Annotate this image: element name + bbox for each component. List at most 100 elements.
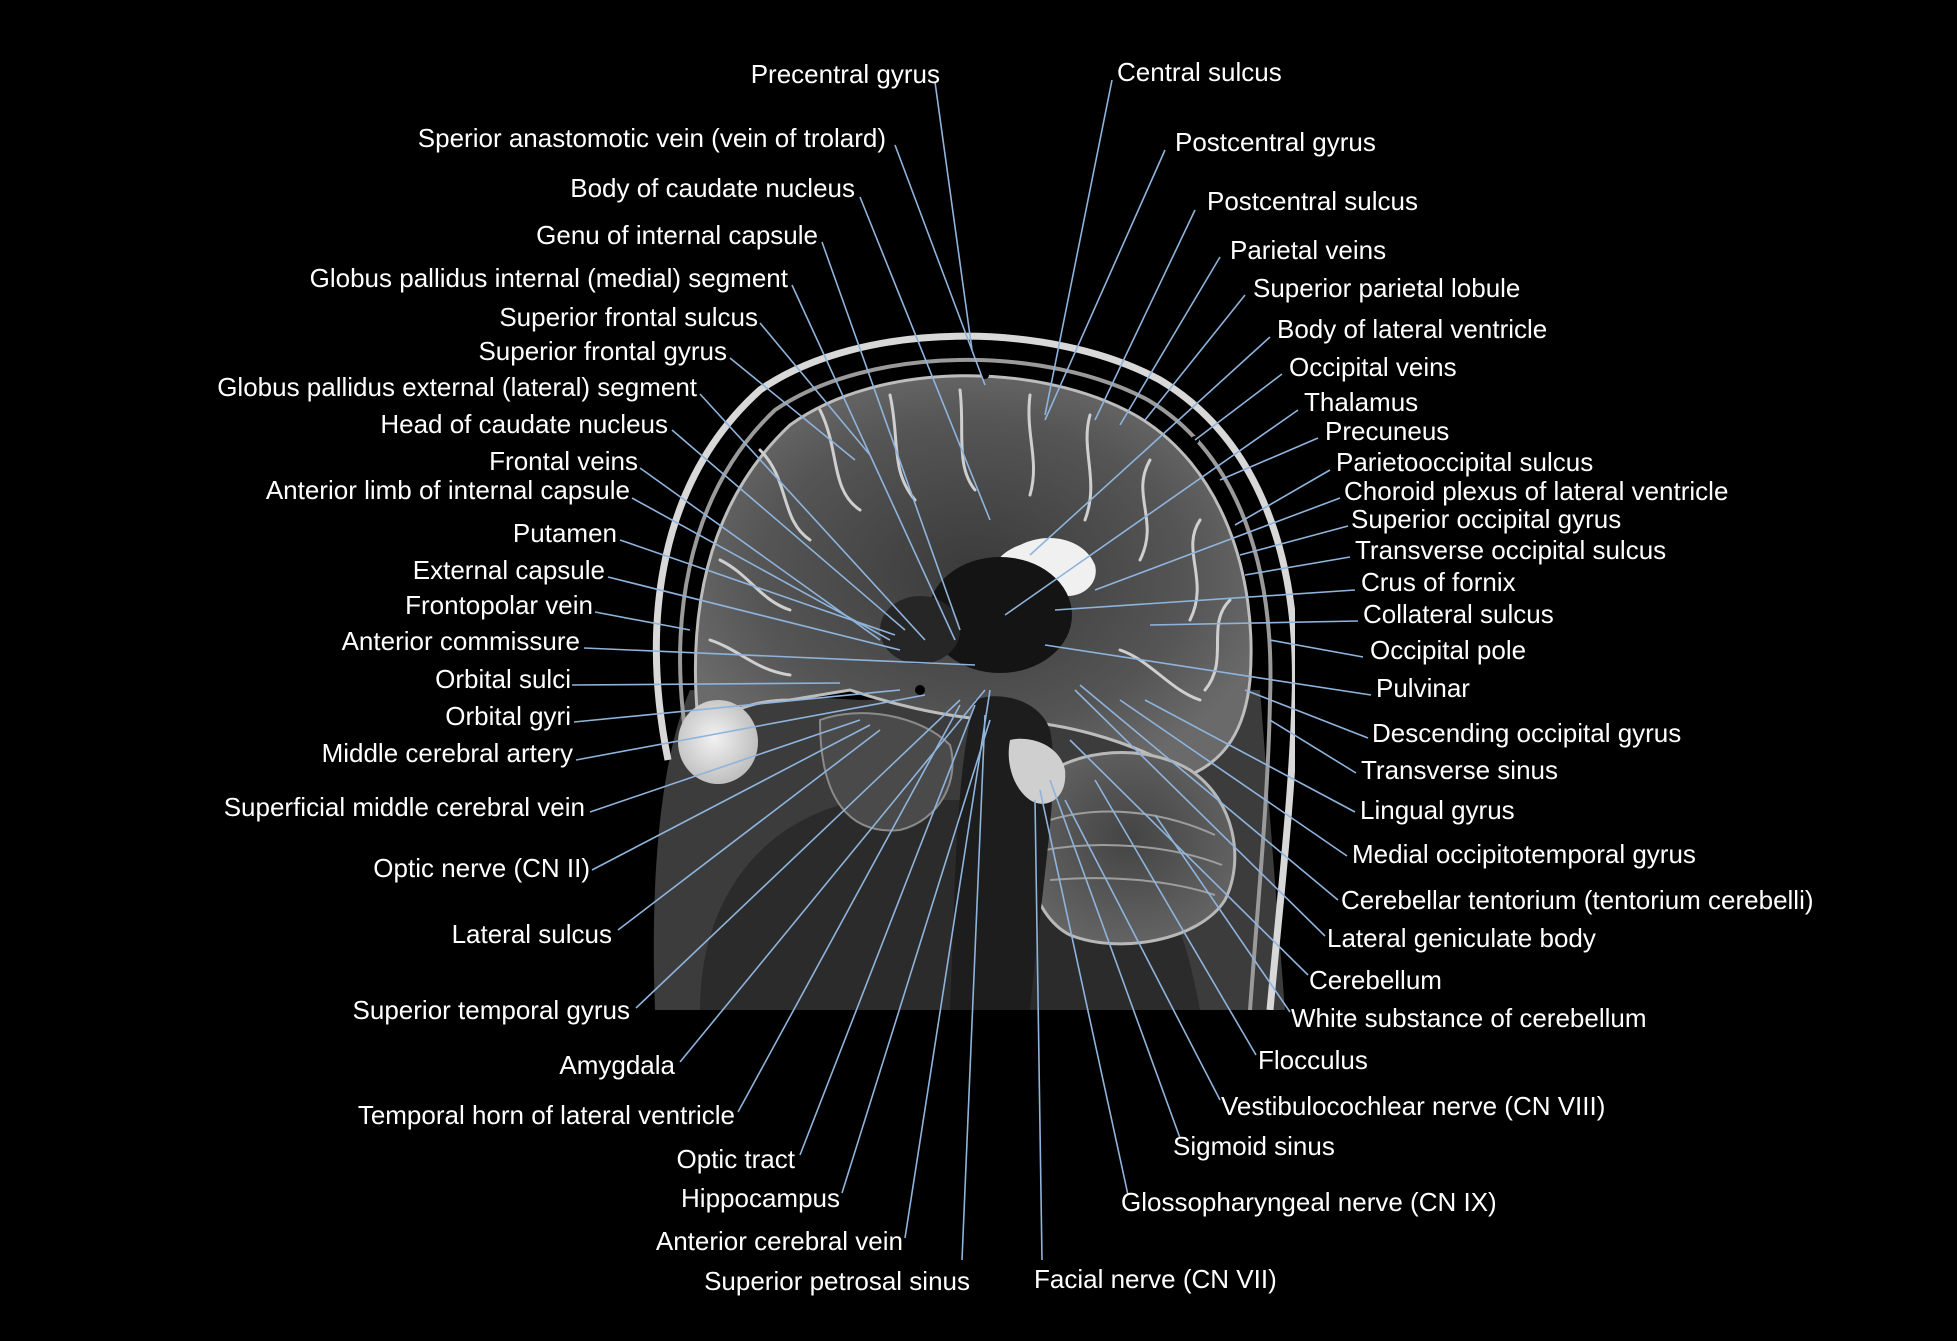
leader-line-superior-petrosal-sinus	[961, 714, 986, 1261]
label-body-of-caudate-nucleus: Body of caudate nucleus	[570, 173, 855, 203]
label-postcentral-sulcus: Postcentral sulcus	[1207, 186, 1418, 216]
label-body-of-lateral-ventricle: Body of lateral ventricle	[1277, 314, 1548, 344]
leader-lines	[571, 79, 1372, 1261]
leader-line-pulvinar	[1044, 644, 1372, 696]
label-lateral-geniculate-body: Lateral geniculate body	[1327, 923, 1596, 953]
leader-line-globus-pallidus-external-lateral-segment	[699, 393, 926, 641]
leader-line-precuneus	[1219, 437, 1319, 481]
mri-image	[653, 332, 1295, 1010]
label-parietal-veins: Parietal veins	[1230, 235, 1387, 265]
leader-line-globus-pallidus-internal-medial-segment	[791, 284, 956, 641]
leader-line-body-of-caudate-nucleus	[859, 196, 991, 521]
leader-line-external-capsule	[607, 576, 901, 651]
label-parietooccipital-sulcus: Parietooccipital sulcus	[1336, 447, 1594, 477]
label-anterior-commissure: Anterior commissure	[341, 626, 580, 656]
label-sperior-anastomotic-vein-vein-of-trolard: Sperior anastomotic vein (vein of trolar…	[417, 123, 886, 153]
label-sigmoid-sinus: Sigmoid sinus	[1173, 1131, 1335, 1161]
leader-line-lateral-sulcus	[617, 729, 881, 931]
leader-line-parietal-veins	[1119, 256, 1221, 426]
label-flocculus: Flocculus	[1258, 1045, 1368, 1075]
label-pulvinar: Pulvinar	[1376, 673, 1470, 703]
basal-ganglia	[880, 596, 960, 664]
leader-line-precentral-gyrus	[934, 81, 973, 351]
leader-line-transverse-occipital-sulcus	[1244, 556, 1351, 576]
label-collateral-sulcus: Collateral sulcus	[1363, 599, 1554, 629]
leader-line-optic-nerve-cn-ii	[591, 724, 871, 871]
leader-line-hippocampus	[841, 719, 991, 1194]
vessel-dot	[981, 371, 989, 379]
label-superior-frontal-sulcus: Superior frontal sulcus	[499, 302, 758, 332]
label-hippocampus: Hippocampus	[681, 1183, 840, 1213]
leader-line-vestibulocochlear-nerve-cn-viii	[1064, 799, 1221, 1101]
label-globus-pallidus-external-lateral-segment: Globus pallidus external (lateral) segme…	[217, 372, 697, 402]
label-optic-nerve-cn-ii: Optic nerve (CN II)	[373, 853, 590, 883]
leader-line-superior-frontal-sulcus	[759, 322, 871, 456]
thalamus	[928, 557, 1072, 673]
leader-line-parietooccipital-sulcus	[1234, 469, 1331, 526]
scalp	[653, 332, 1295, 1010]
leader-line-white-substance-of-cerebellum	[1154, 814, 1291, 1013]
leader-line-sperior-anastomotic-vein-vein-of-trolard	[894, 144, 986, 386]
leader-line-lingual-gyrus	[1144, 699, 1356, 813]
label-thalamus: Thalamus	[1304, 387, 1419, 417]
eye-globe	[678, 700, 758, 784]
label-globus-pallidus-internal-medial-segment: Globus pallidus internal (medial) segmen…	[309, 263, 788, 293]
label-transverse-sinus: Transverse sinus	[1361, 755, 1558, 785]
label-crus-of-fornix: Crus of fornix	[1361, 567, 1516, 597]
label-orbital-sulci: Orbital sulci	[435, 664, 571, 694]
leader-line-cerebellum	[1069, 739, 1309, 976]
leader-line-superior-parietal-lobule	[1144, 294, 1246, 421]
label-external-capsule: External capsule	[412, 555, 605, 585]
leader-line-superior-frontal-gyrus	[729, 357, 856, 461]
leader-line-frontopolar-vein	[594, 611, 691, 631]
label-cerebellar-tentorium-tentorium-cerebelli: Cerebellar tentorium (tentorium cerebell…	[1341, 885, 1814, 915]
label-cerebellum: Cerebellum	[1309, 965, 1442, 995]
leader-line-flocculus	[1094, 779, 1257, 1056]
label-choroid-plexus-of-lateral-ventricle: Choroid plexus of lateral ventricle	[1344, 476, 1729, 506]
label-occipital-veins: Occipital veins	[1289, 352, 1457, 382]
leader-line-orbital-gyri	[573, 689, 901, 723]
label-superior-temporal-gyrus: Superior temporal gyrus	[352, 995, 630, 1025]
label-lateral-sulcus: Lateral sulcus	[451, 919, 612, 949]
label-head-of-caudate-nucleus: Head of caudate nucleus	[380, 409, 668, 439]
leader-line-cerebellar-tentorium-tentorium-cerebelli	[1079, 684, 1339, 901]
leader-line-occipital-veins	[1194, 373, 1283, 441]
leader-line-choroid-plexus-of-lateral-ventricle	[1094, 497, 1341, 591]
label-white-substance-of-cerebellum: White substance of cerebellum	[1291, 1003, 1647, 1033]
label-descending-occipital-gyrus: Descending occipital gyrus	[1372, 718, 1682, 748]
leader-line-body-of-lateral-ventricle	[1029, 336, 1271, 556]
leader-line-crus-of-fornix	[1054, 589, 1356, 611]
leader-line-facial-nerve-cn-vii	[1034, 799, 1043, 1261]
label-superior-parietal-lobule: Superior parietal lobule	[1253, 273, 1521, 303]
leader-line-thalamus	[1004, 409, 1299, 616]
label-medial-occipitotemporal-gyrus: Medial occipitotemporal gyrus	[1352, 839, 1696, 869]
label-temporal-horn-of-lateral-ventricle: Temporal horn of lateral ventricle	[357, 1100, 735, 1130]
label-putamen: Putamen	[512, 518, 617, 548]
label-orbital-gyri: Orbital gyri	[445, 701, 571, 731]
label-precentral-gyrus: Precentral gyrus	[750, 59, 940, 89]
leader-line-medial-occipitotemporal-gyrus	[1119, 699, 1348, 857]
skull-inner	[678, 357, 1273, 1010]
label-precuneus: Precuneus	[1325, 416, 1450, 446]
petrous-bone	[1008, 738, 1066, 804]
label-anterior-limb-of-internal-capsule: Anterior limb of internal capsule	[265, 475, 630, 505]
leader-line-glossopharyngeal-nerve-cn-ix	[1039, 789, 1129, 1196]
leader-line-head-of-caudate-nucleus	[671, 429, 906, 631]
label-glossopharyngeal-nerve-cn-ix: Glossopharyngeal nerve (CN IX)	[1121, 1187, 1497, 1217]
label-occipital-pole: Occipital pole	[1370, 635, 1527, 665]
leader-line-putamen	[619, 539, 896, 636]
leader-line-collateral-sulcus	[1149, 620, 1359, 626]
leader-line-occipital-pole	[1269, 639, 1364, 658]
leader-line-middle-cerebral-artery	[575, 694, 926, 761]
leader-line-genu-of-internal-capsule	[821, 241, 961, 631]
label-amygdala: Amygdala	[559, 1050, 675, 1080]
label-transverse-occipital-sulcus: Transverse occipital sulcus	[1355, 535, 1667, 565]
label-genu-of-internal-capsule: Genu of internal capsule	[536, 220, 818, 250]
leader-line-anterior-limb-of-internal-capsule	[631, 497, 891, 641]
leader-line-postcentral-gyrus	[1044, 149, 1166, 421]
leader-line-sigmoid-sinus	[1049, 779, 1181, 1139]
label-anterior-cerebral-vein: Anterior cerebral vein	[655, 1226, 903, 1256]
label-superior-frontal-gyrus: Superior frontal gyrus	[478, 336, 727, 366]
leader-line-frontal-veins	[639, 467, 881, 641]
